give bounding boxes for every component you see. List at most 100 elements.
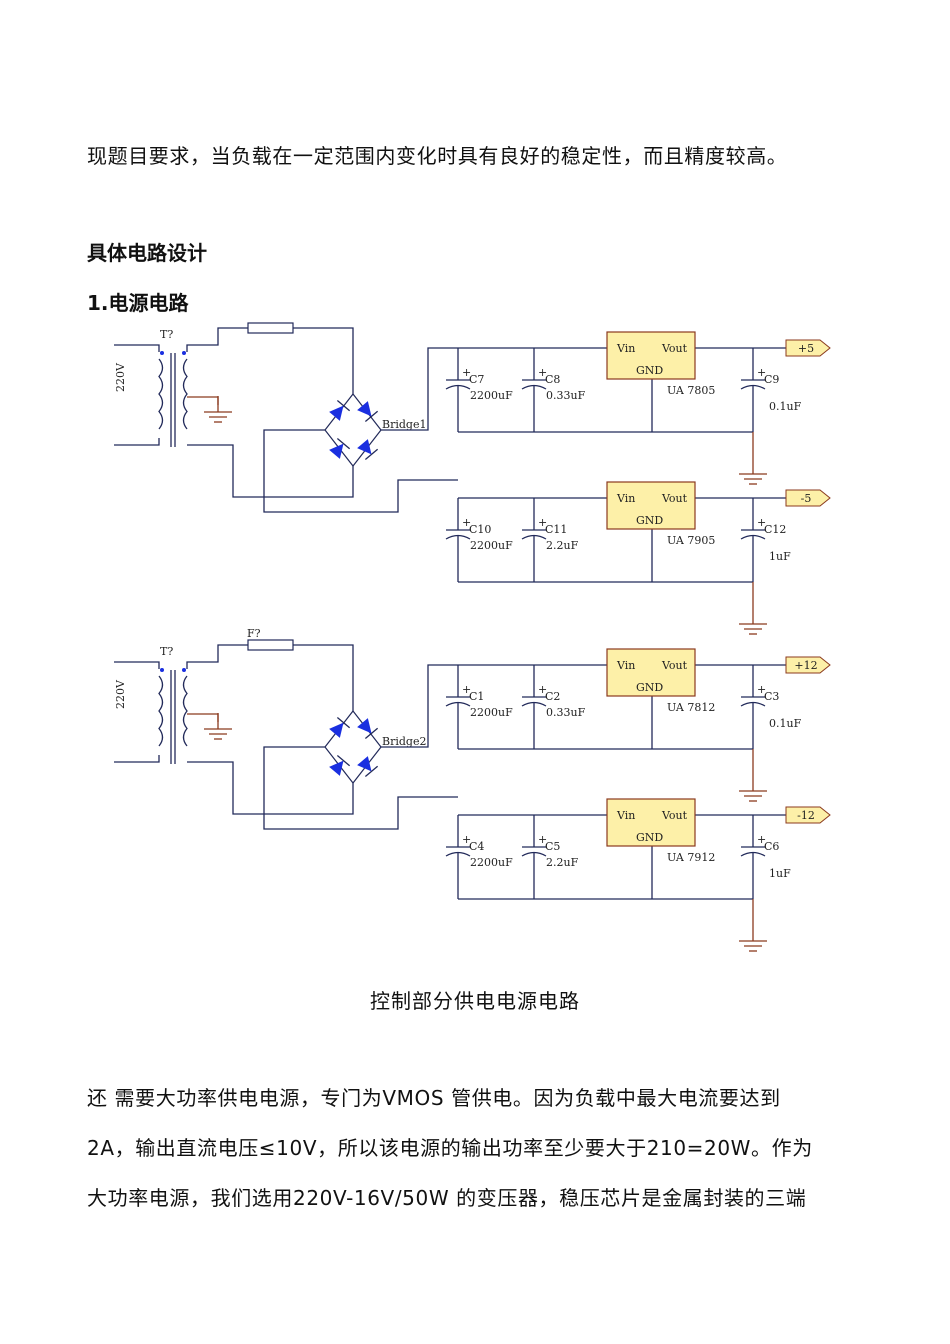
fuse-label: F?: [247, 320, 261, 323]
regulator-body: [606, 331, 696, 380]
capacitor-plus-sign: +: [757, 516, 766, 529]
capacitor-plus-sign: +: [757, 366, 766, 379]
diode-icon: [329, 437, 351, 459]
transformer-label: T?: [160, 328, 173, 341]
wire: [381, 347, 458, 431]
wire: [381, 664, 458, 748]
diode-icon: [357, 401, 379, 423]
diode-icon: [329, 716, 351, 738]
ground-icon: [739, 925, 767, 952]
regulator-label: UA 7905: [667, 534, 715, 547]
diode-bar: [364, 727, 379, 740]
diode-bar: [336, 437, 351, 450]
pin-vout: Vout: [661, 809, 688, 822]
capacitor-value: 1uF: [769, 867, 791, 880]
wire: [114, 755, 160, 763]
pin-gnd: GND: [636, 831, 663, 844]
ground-icon: [739, 775, 767, 802]
diode-bar: [336, 754, 351, 767]
output-port: +12: [785, 656, 831, 674]
port-flag: [785, 656, 831, 674]
bridge-rectifier: [324, 710, 382, 784]
capacitor-value: 2200uF: [470, 389, 513, 402]
capacitor-ref: C3: [764, 690, 779, 703]
ground-icon: [739, 608, 767, 635]
capacitor-plus-sign: +: [757, 683, 766, 696]
capacitor-plus-sign: +: [462, 516, 471, 529]
regulator-body: [606, 798, 696, 847]
capacitor-plus-sign: +: [538, 833, 547, 846]
power-supply-schematic: 220VT?F?Bridge1+C72200uF+C80.33uF+C90.1u…: [114, 320, 831, 952]
port-flag: [785, 489, 831, 507]
transformer-icon: [158, 351, 188, 447]
wire: [187, 713, 219, 722]
bridge-rectifier: [324, 393, 382, 467]
capacitor-value: 2.2uF: [546, 539, 579, 552]
regulator-label: UA 7812: [667, 701, 715, 714]
regulator-label: UA 7912: [667, 851, 715, 864]
output-port: +5: [785, 339, 831, 357]
polarity-dot: [160, 351, 164, 355]
wire: [114, 344, 160, 352]
capacitor-C5: +C52.2uF: [521, 815, 579, 899]
paragraph-bottom-line-2: 2A，输出直流电压≤10V，所以该电源的输出功率至少要大于210=20W。作为: [87, 1136, 813, 1160]
fuse-label: F?: [247, 627, 261, 640]
capacitor-value: 0.33uF: [546, 389, 586, 402]
pin-gnd: GND: [636, 681, 663, 694]
capacitor-value: 0.1uF: [769, 717, 802, 730]
capacitor-C9: +C90.1uF: [740, 348, 802, 432]
transformer-label: T?: [160, 645, 173, 658]
fuse-icon: [247, 639, 294, 651]
capacitor-plus-sign: +: [462, 683, 471, 696]
diode-triangle: [329, 722, 344, 738]
wire: [186, 644, 248, 669]
port-flag: [785, 339, 831, 357]
secondary-coil: [182, 358, 188, 430]
capacitor-plus-sign: +: [538, 366, 547, 379]
bridge-outline: [324, 393, 382, 467]
bridge-outline: [324, 710, 382, 784]
polarity-dot: [182, 668, 186, 672]
diode-icon: [357, 439, 379, 461]
diode-icon: [329, 754, 351, 776]
bridge-label: Bridge2: [382, 735, 426, 748]
fuse-icon: [247, 322, 294, 334]
input-voltage-label: 220V: [114, 679, 127, 709]
pin-vin: Vin: [616, 659, 635, 672]
pin-vin: Vin: [616, 342, 635, 355]
paragraph-bottom-line-1: 还 需要大功率供电电源，专门为VMOS 管供电。因为负载中最大电流要达到: [87, 1086, 781, 1110]
regulator-label: UA 7805: [667, 384, 715, 397]
diode-bar: [364, 448, 379, 461]
diode-triangle: [357, 756, 372, 772]
wire: [187, 761, 354, 815]
diode-triangle: [357, 439, 372, 455]
transformer-icon: [158, 668, 188, 764]
wire: [263, 746, 458, 830]
diode-triangle: [357, 718, 372, 734]
wire: [114, 438, 160, 446]
output-label: -12: [797, 809, 815, 822]
capacitor-ref: C6: [764, 840, 779, 853]
capacitor-plus-sign: +: [538, 683, 547, 696]
capacitor-ref: C11: [545, 523, 567, 536]
pin-vin: Vin: [616, 809, 635, 822]
section-heading: 具体电路设计: [87, 241, 207, 265]
pin-gnd: GND: [636, 514, 663, 527]
output-label: +12: [794, 659, 817, 672]
capacitor-value: 2200uF: [470, 706, 513, 719]
diode-icon: [329, 399, 351, 421]
capacitor-ref: C12: [764, 523, 786, 536]
diode-bar: [364, 765, 379, 778]
